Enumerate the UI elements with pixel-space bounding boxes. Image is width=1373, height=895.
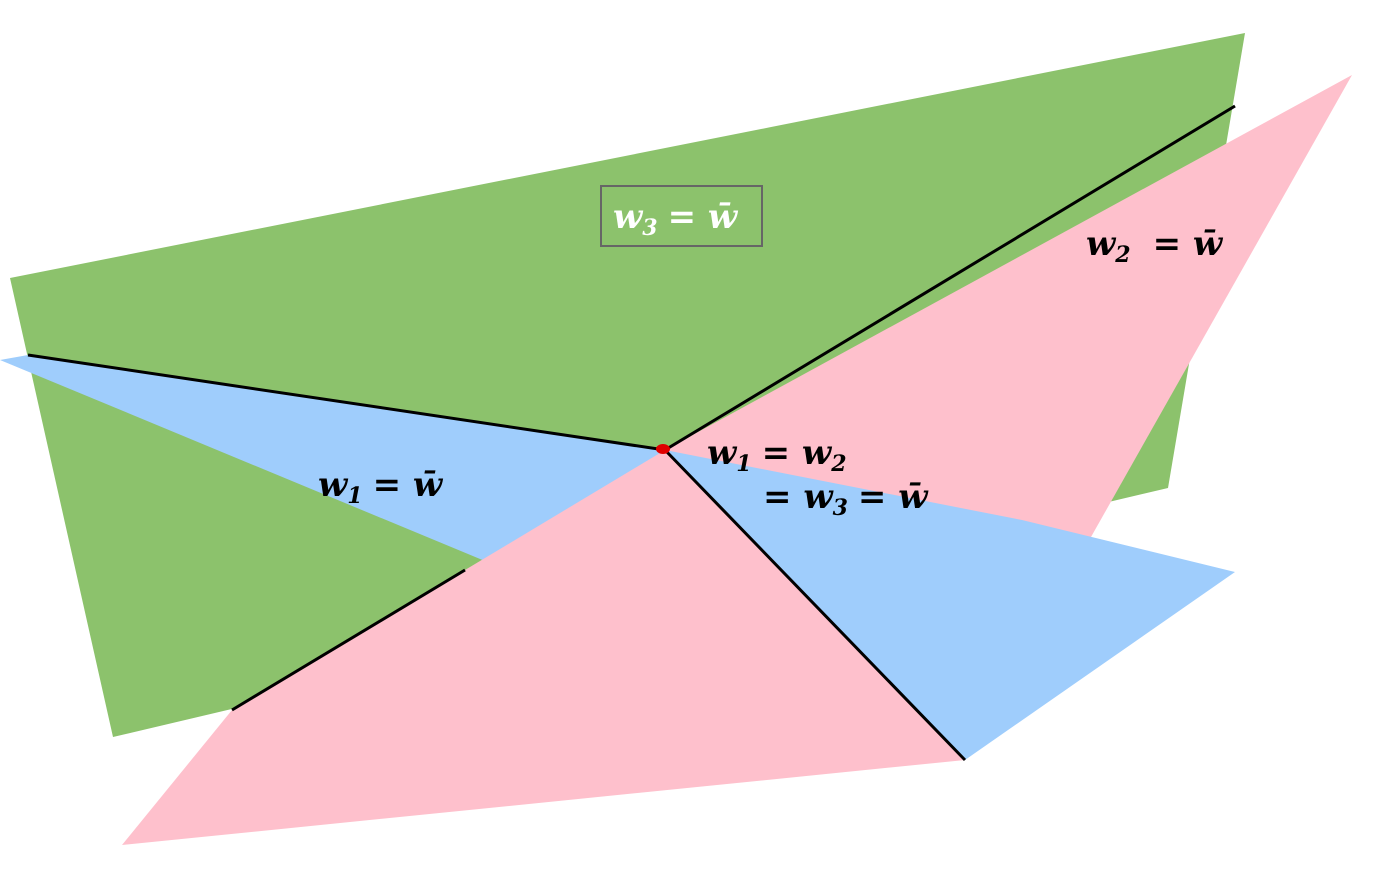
pink-plane-lower	[122, 450, 965, 845]
all-line1-base: w	[707, 433, 738, 473]
all-line2-rhs: = w̄	[858, 477, 929, 517]
w1-base: w	[318, 465, 349, 505]
intersection-point	[656, 444, 670, 454]
label-all-equal-line2: = w3 = w̄	[763, 477, 929, 521]
label-all-equal-line1: w1 = w2	[707, 433, 847, 477]
label-box	[600, 185, 763, 247]
all-line1-sub2: 2	[830, 451, 846, 477]
green-plane	[10, 33, 1245, 737]
line-w1-w2	[663, 448, 967, 762]
w1-sub: 1	[347, 483, 362, 509]
label-w2-eq-wbar: w2 = w̄	[1086, 224, 1224, 268]
line-w1-w3	[27, 353, 666, 452]
w3-base: w	[613, 197, 644, 237]
w2-rhs: = w̄	[1153, 224, 1224, 264]
w1-rhs: = w̄	[373, 465, 444, 505]
w3-sub: 3	[642, 215, 657, 241]
all-line1-mid: = w	[762, 433, 833, 473]
w3-rhs: = w̄	[668, 197, 739, 237]
line-w2-w3	[664, 104, 1236, 452]
all-line1-sub: 1	[736, 451, 751, 477]
all-line2-pre: = w	[763, 477, 834, 517]
w2-base: w	[1086, 224, 1117, 264]
line-w2-w3-lower	[231, 568, 466, 712]
all-line2-sub: 3	[833, 495, 848, 521]
label-w3-eq-wbar: w3 = w̄	[613, 197, 739, 241]
label-w1-eq-wbar: w1 = w̄	[318, 465, 444, 509]
w2-sub: 2	[1114, 242, 1130, 268]
